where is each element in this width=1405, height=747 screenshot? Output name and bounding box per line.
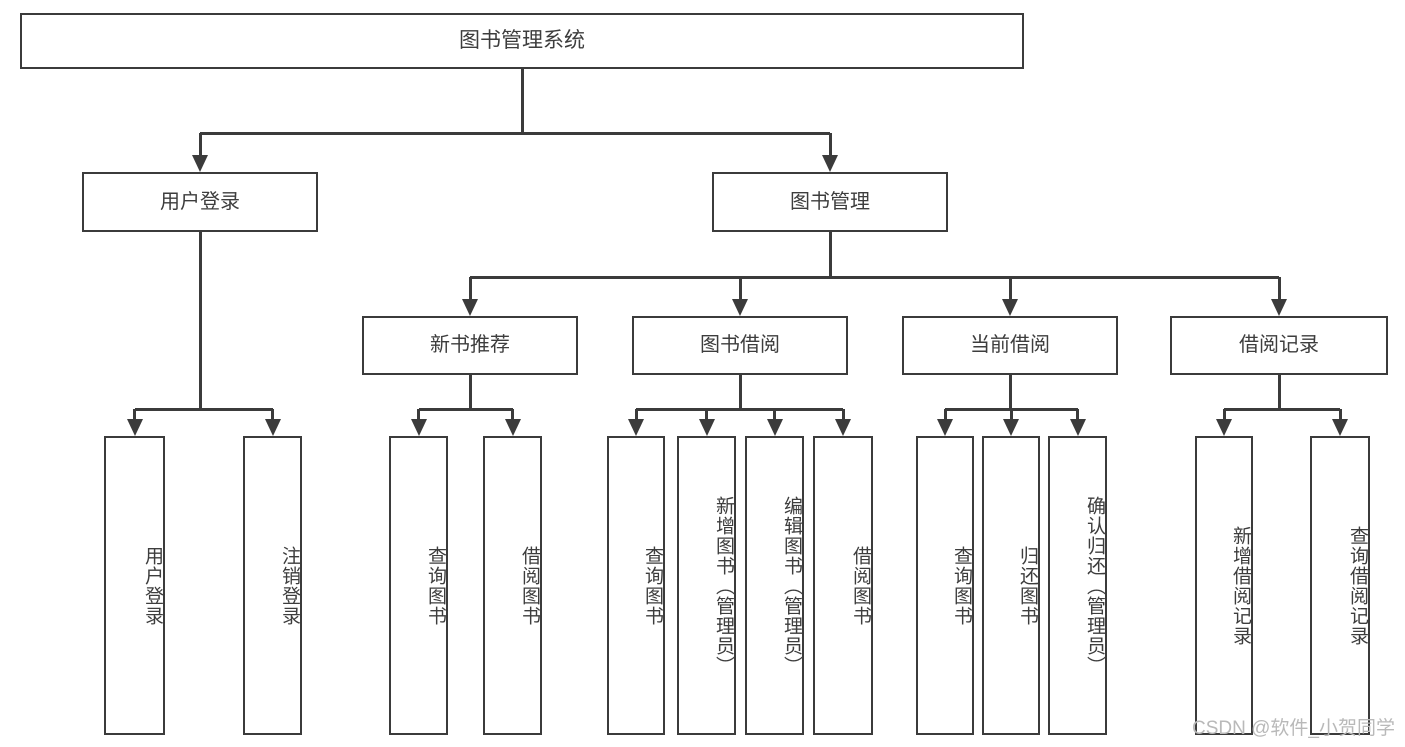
connector-leafbus-2: [636, 407, 843, 411]
arrow-head-icon: [628, 419, 644, 436]
node-level3-2[interactable]: 当前借阅: [902, 316, 1118, 375]
arrow-head-icon: [1332, 419, 1348, 436]
node-label: 确认归还（管理员）: [1084, 495, 1105, 676]
node-leaf-0[interactable]: 用户登录: [104, 436, 165, 735]
node-leaf-8[interactable]: 查询图书: [916, 436, 974, 735]
node-label: 查询图书: [642, 545, 663, 626]
node-label: 新书推荐: [430, 334, 510, 357]
connector-to-leaf-1-0: [417, 409, 420, 419]
node-label: 借阅图书: [519, 545, 540, 626]
arrow-head-icon: [264, 419, 281, 436]
node-leaf-10[interactable]: 确认归还（管理员）: [1048, 436, 1107, 735]
arrow-head-icon: [410, 419, 427, 436]
connector-to-leaf-2-1: [705, 409, 708, 419]
node-leaf-5[interactable]: 新增图书（管理员）: [677, 436, 736, 735]
connector-to-level3-2: [1008, 277, 1012, 299]
arrow-head-icon: [126, 419, 143, 436]
node-label: 查询图书: [425, 545, 446, 626]
connector-to-leaf-3-1: [1009, 409, 1013, 419]
node-leaf-4[interactable]: 查询图书: [607, 436, 665, 735]
node-label: 查询借阅记录: [1347, 525, 1368, 646]
connector-to-level2-0: [198, 133, 202, 155]
arrow-head-icon: [835, 419, 851, 436]
node-leaf-9[interactable]: 归还图书: [982, 436, 1040, 735]
connector-leafbus-0: [134, 407, 273, 411]
arrow-head-icon: [504, 419, 521, 436]
connector-to-leaf-2-0: [634, 409, 638, 419]
node-label: 借阅图书: [850, 545, 871, 626]
csdn-watermark: CSDN @软件_小贺同学: [1192, 718, 1395, 739]
node-leaf-11[interactable]: 新增借阅记录: [1195, 436, 1253, 735]
connector-mgmt-bus: [470, 275, 1279, 279]
connector-to-leaf-4-1: [1338, 409, 1342, 419]
node-level3-0[interactable]: 新书推荐: [362, 316, 578, 375]
node-label: 图书管理系统: [459, 29, 585, 53]
node-label: 归还图书: [1017, 545, 1038, 626]
node-root-图书管理系统[interactable]: 图书管理系统: [20, 13, 1024, 69]
connector-leafstem-3: [1008, 375, 1012, 409]
connector-to-leaf-0-1: [271, 409, 274, 419]
node-leaf-2[interactable]: 查询图书: [389, 436, 448, 735]
connector-mgmt-stem: [828, 232, 832, 277]
node-level3-1[interactable]: 图书借阅: [632, 316, 848, 375]
connector-to-leaf-2-2: [773, 409, 776, 419]
arrow-head-icon: [1069, 419, 1086, 436]
node-leaf-1[interactable]: 注销登录: [243, 436, 302, 735]
arrow-head-icon: [822, 155, 838, 172]
node-label: 借阅记录: [1239, 334, 1319, 357]
node-leaf-6[interactable]: 编辑图书（管理员）: [745, 436, 804, 735]
connector-leafbus-1: [418, 407, 513, 411]
node-label: 图书借阅: [700, 334, 780, 357]
node-label: 用户登录: [160, 190, 240, 213]
connector-leafstem-0: [198, 232, 202, 409]
connector-to-leaf-1-1: [511, 409, 514, 419]
node-label: 用户登录: [142, 545, 163, 626]
arrow-head-icon: [698, 419, 715, 436]
arrow-head-icon: [1216, 419, 1232, 436]
arrow-head-icon: [1271, 299, 1287, 316]
connector-leafstem-1: [468, 375, 472, 409]
connector-leafstem-4: [1277, 375, 1281, 409]
connector-root-bus: [200, 131, 830, 135]
arrow-head-icon: [766, 419, 783, 436]
connector-to-level3-3: [1277, 277, 1281, 299]
node-label: 新增借阅记录: [1230, 525, 1251, 646]
connector-to-level3-0: [468, 277, 472, 299]
arrow-head-icon: [937, 419, 953, 436]
node-label: 当前借阅: [970, 334, 1050, 357]
node-label: 编辑图书（管理员）: [781, 495, 802, 676]
node-label: 图书管理: [790, 190, 870, 213]
arrow-head-icon: [192, 155, 208, 172]
node-leaf-12[interactable]: 查询借阅记录: [1310, 436, 1370, 735]
arrow-head-icon: [732, 299, 748, 316]
connector-to-level2-1: [828, 133, 832, 155]
node-label: 查询图书: [951, 545, 972, 626]
node-level2-1[interactable]: 图书管理: [712, 172, 948, 232]
connector-leafbus-4: [1224, 407, 1340, 411]
connector-to-leaf-3-0: [943, 409, 947, 419]
node-leaf-3[interactable]: 借阅图书: [483, 436, 542, 735]
node-leaf-7[interactable]: 借阅图书: [813, 436, 873, 735]
node-level2-0[interactable]: 用户登录: [82, 172, 318, 232]
connector-to-level3-1: [738, 277, 742, 299]
node-level3-3[interactable]: 借阅记录: [1170, 316, 1388, 375]
connector-root-stem: [520, 69, 524, 133]
connector-to-leaf-0-0: [133, 409, 136, 419]
connector-leafstem-2: [738, 375, 742, 409]
node-label: 新增图书（管理员）: [713, 495, 734, 676]
connector-to-leaf-4-0: [1222, 409, 1226, 419]
node-label: 注销登录: [279, 545, 300, 626]
arrow-head-icon: [462, 299, 478, 316]
connector-to-leaf-2-3: [841, 409, 845, 419]
arrow-head-icon: [1002, 299, 1018, 316]
arrow-head-icon: [1003, 419, 1019, 436]
connector-to-leaf-3-2: [1076, 409, 1079, 419]
